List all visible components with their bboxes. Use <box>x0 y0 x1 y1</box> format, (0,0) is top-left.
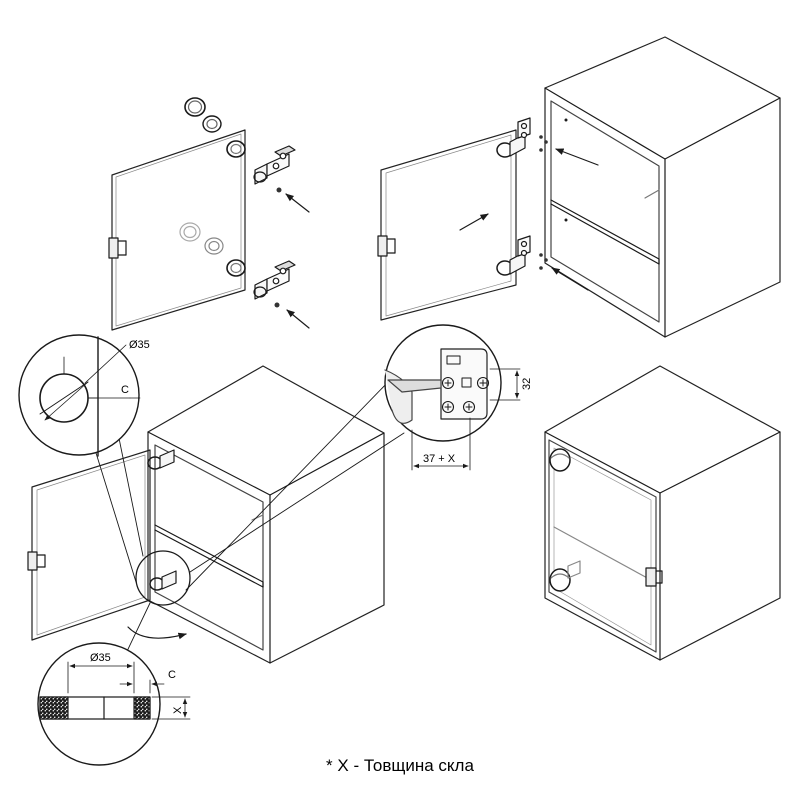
detail-cup-top-view <box>18 334 141 457</box>
footnote-glass-thickness: * X - Товщина скла <box>326 756 474 775</box>
label-diameter-bottom: Ø35 <box>90 652 111 664</box>
label-c-bottom: C <box>168 669 176 681</box>
detail-plate <box>384 324 521 471</box>
hinge-upper-step1 <box>253 145 310 213</box>
label-dim-37x: 37 + X <box>423 453 456 465</box>
label-x-bottom: X <box>172 706 184 714</box>
step3-cabinet <box>147 365 385 664</box>
step3-open-door <box>27 449 187 641</box>
step2-cabinet <box>544 36 781 338</box>
step4-closed-cabinet <box>544 365 781 661</box>
label-c-top: C <box>121 384 129 396</box>
hinge-lower-step1 <box>253 260 310 329</box>
label-dim-32: 32 <box>521 378 533 390</box>
cup-rings-exploded <box>184 97 222 133</box>
detail-glass-section <box>37 642 191 766</box>
step1-glass-door <box>108 129 246 331</box>
step2-glass-door <box>377 117 599 321</box>
label-diameter-top: Ø35 <box>129 339 150 351</box>
